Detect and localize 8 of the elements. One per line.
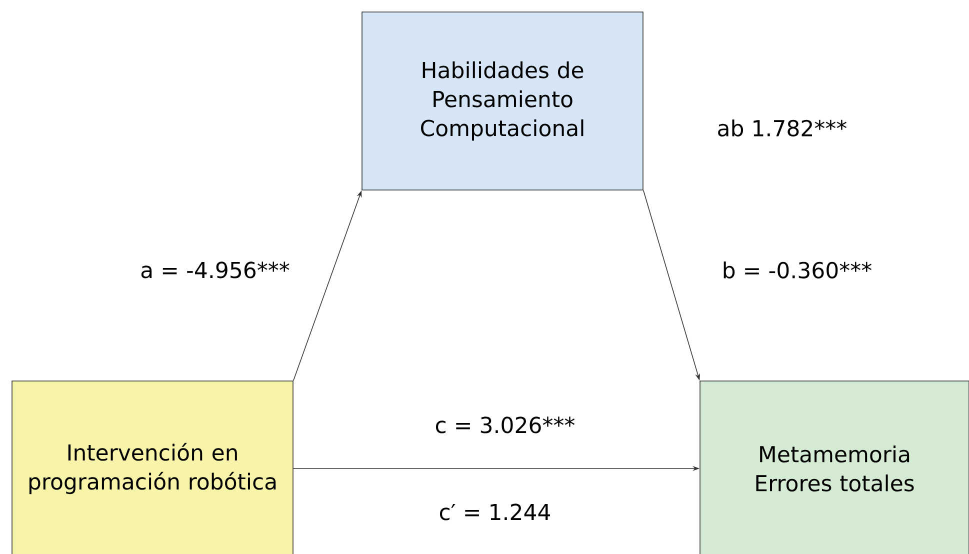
outcome-box: Metamemoria Errores totales [700,380,969,554]
coefficient-label: ab 1.782*** [718,119,847,136]
edge-label: b = -0.360*** [724,261,872,278]
predictor-box: Intervención en programación robótica [12,380,294,554]
edge-label: a = -4.956*** [141,262,290,278]
coefficient-label: c′ = 1.244 [440,504,550,520]
mediator-box: Habilidades de Pensamiento Computacional [362,12,644,190]
edge-label: c = 3.026*** [436,416,575,434]
